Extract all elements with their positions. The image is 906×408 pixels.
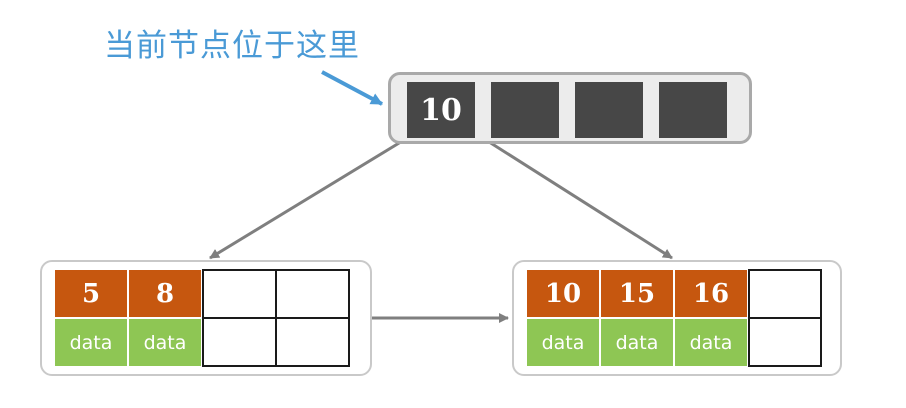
leaf-key-cell: 8 <box>128 269 202 318</box>
leaf-empty-cell <box>202 318 276 367</box>
root-key-slot: 10 <box>407 82 475 138</box>
leaf-empty-cell <box>276 269 350 318</box>
leaf-key-cell: 5 <box>54 269 128 318</box>
leaf-data-cell: data <box>674 318 748 367</box>
leaf-empty-cell <box>276 318 350 367</box>
current-node-annotation: 当前节点位于这里 <box>104 28 360 64</box>
root-key-slot <box>575 82 643 138</box>
annotation-pointer-arrow <box>321 70 383 106</box>
leaf-node-right: 10 15 16 data data data <box>512 260 842 376</box>
leaf-empty-cell <box>202 269 276 318</box>
root-key-slot <box>491 82 559 138</box>
leaf-node-left: 5 8 data data <box>40 260 372 376</box>
leaf-key-cell: 15 <box>600 269 674 318</box>
root-to-right-leaf-arrow <box>485 138 673 260</box>
leaf-key-cell: 16 <box>674 269 748 318</box>
leaf-key-cell: 10 <box>526 269 600 318</box>
root-key-slot <box>659 82 727 138</box>
leaf-data-cell: data <box>54 318 128 367</box>
leaf-empty-cell <box>748 318 822 367</box>
leaf-data-cell: data <box>128 318 202 367</box>
root-to-left-leaf-arrow <box>209 138 405 260</box>
leaf-empty-cell <box>748 269 822 318</box>
root-node: 10 <box>388 72 752 144</box>
leaf-data-cell: data <box>526 318 600 367</box>
leaf-data-cell: data <box>600 318 674 367</box>
